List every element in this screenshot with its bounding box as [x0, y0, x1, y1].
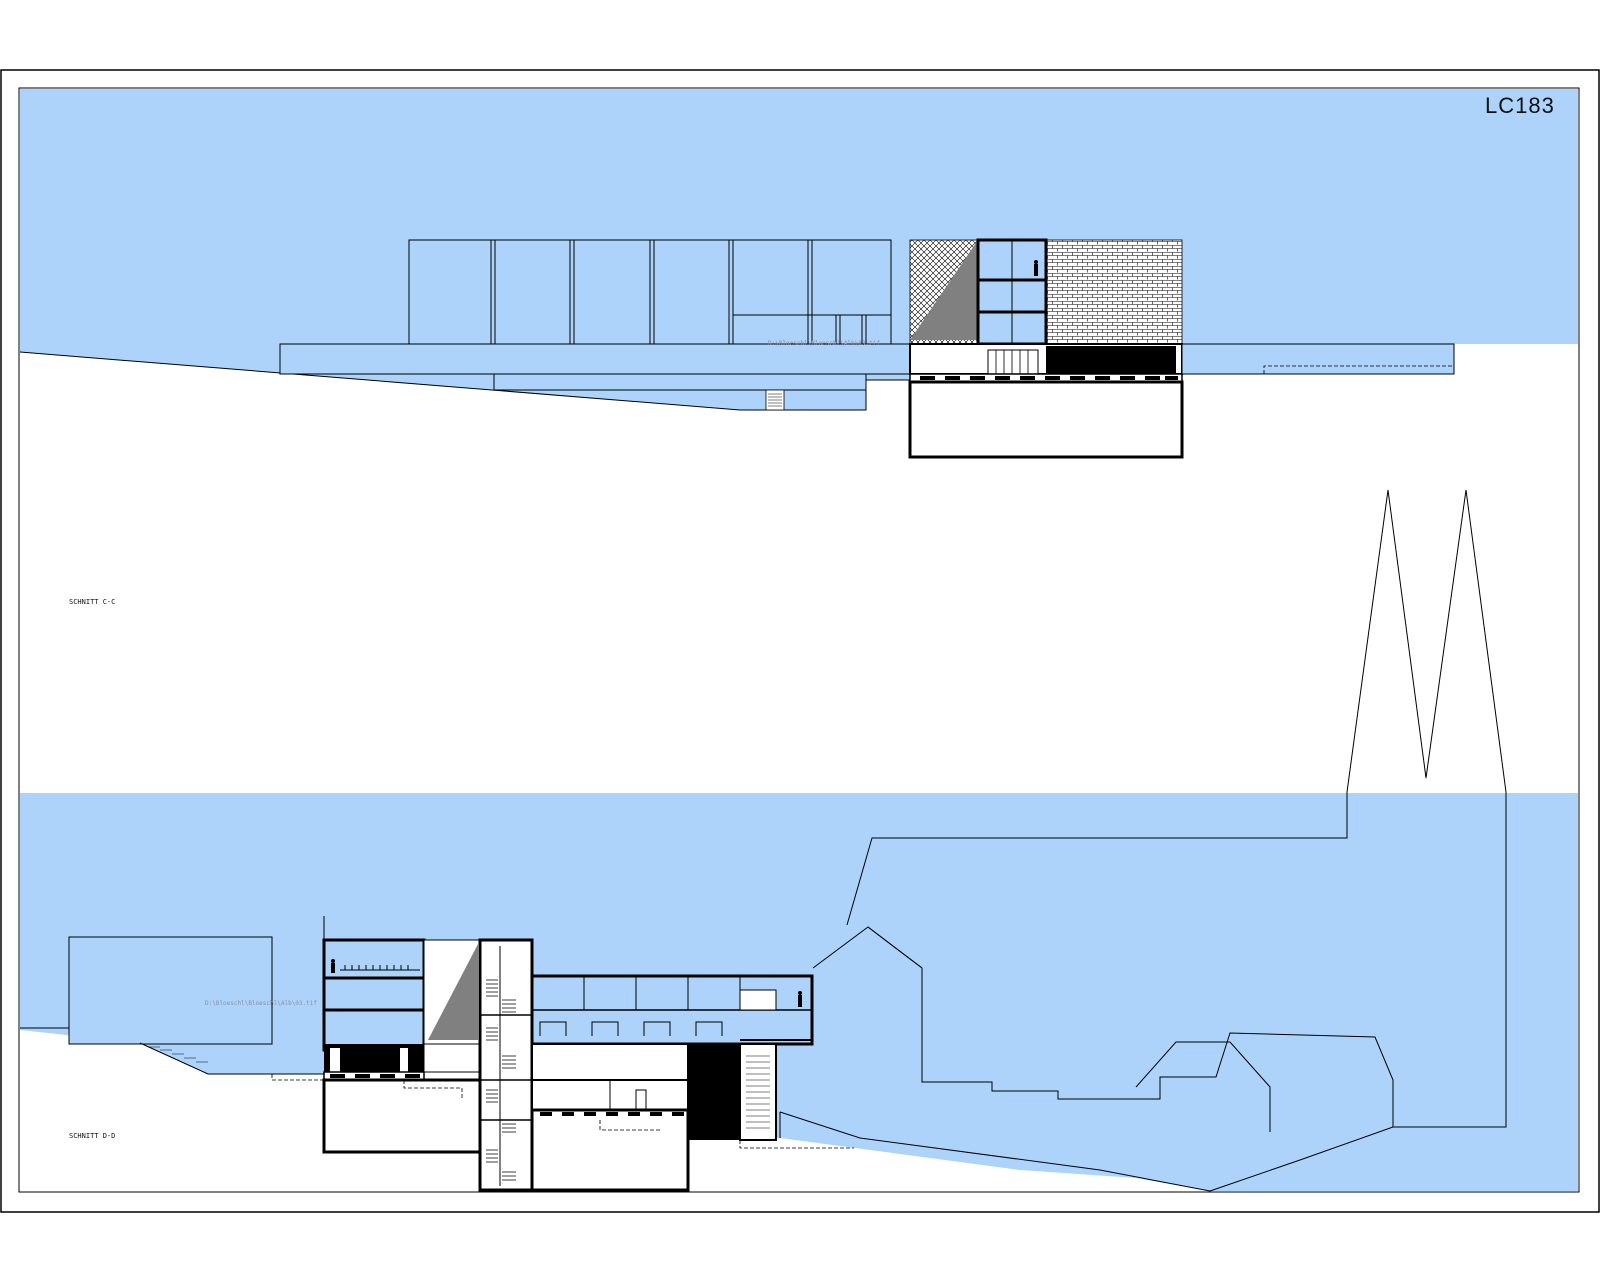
shade-wedge	[910, 240, 978, 340]
section-label-c: SCHNITT C-C	[69, 598, 116, 606]
left-block	[68, 936, 273, 1045]
human-figure-icon	[331, 959, 335, 973]
right-terrace	[1181, 343, 1455, 375]
sheet-id: LC183	[1485, 93, 1555, 118]
terrain-slope	[779, 1111, 1211, 1192]
lower-terrace	[493, 373, 867, 391]
faint-file-path-c: D:\Bloeschl\Bloeschl\Alb\03.tif	[768, 340, 880, 347]
faint-file-path-d: D:\Bloeschl\Bloeschl\Alb\03.tif	[205, 1000, 317, 1007]
church-outline	[846, 489, 1507, 1128]
stair-core	[478, 938, 534, 1192]
section-c-drawing	[19, 89, 1578, 459]
section-d-drawing	[20, 489, 1578, 1192]
tower-c	[908, 238, 1184, 459]
section-label-d: SCHNITT D-D	[69, 1132, 116, 1140]
platform	[279, 343, 911, 375]
glass-hall	[408, 239, 892, 345]
human-figure-icon	[1034, 260, 1038, 276]
neighbor-house	[812, 926, 923, 969]
house-outline-1	[1135, 1041, 1271, 1132]
brick-elevation-right	[1045, 239, 1183, 345]
human-figure-icon	[798, 991, 802, 1007]
building-d	[322, 916, 854, 1192]
inner-frame	[18, 87, 1580, 1193]
outer-frame	[0, 69, 1600, 1213]
